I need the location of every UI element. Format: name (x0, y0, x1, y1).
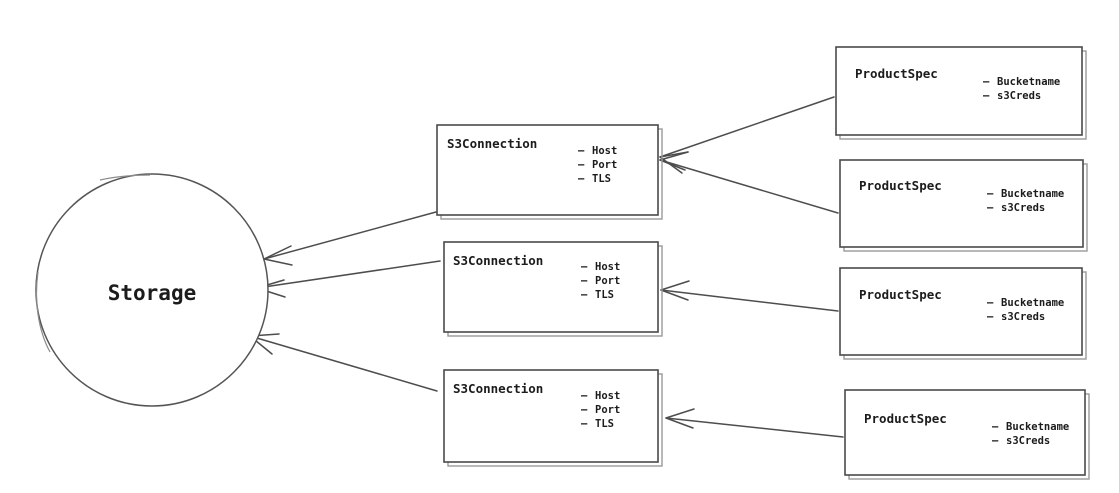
s3connection-attr-port-3: Port (595, 404, 620, 416)
bullet-icon: – (983, 76, 990, 88)
edge-conn3-to-storage[interactable] (249, 333, 438, 392)
bullet-icon: – (578, 159, 585, 171)
productspec-attr-bucketname-2: Bucketname (1001, 188, 1064, 200)
productspec-attr-s3creds-2: s3Creds (1001, 202, 1045, 214)
edge-conn2-to-storage[interactable] (256, 260, 441, 298)
bullet-icon: – (581, 275, 588, 287)
productspec-title-2: ProductSpec (859, 178, 942, 193)
s3connection-attr-host-1: Host (592, 145, 617, 157)
bullet-icon: – (578, 173, 585, 185)
s3connection-attr-tls-2: TLS (595, 289, 614, 301)
s3connection-attr-host-2: Host (595, 261, 620, 273)
productspec-attr-bucketname-3: Bucketname (1001, 297, 1064, 309)
productspec-attr-bucketname-4: Bucketname (1006, 421, 1069, 433)
edge-spec1-to-conn1[interactable] (659, 96, 835, 174)
s3connection-attr-tls-3: TLS (595, 418, 614, 430)
storage-label: Storage (108, 281, 197, 305)
bullet-icon: – (581, 261, 588, 273)
edge-conn1-to-storage[interactable] (263, 211, 437, 266)
bullet-icon: – (987, 188, 994, 200)
bullet-icon: – (983, 90, 990, 102)
productspec-attr-s3creds-1: s3Creds (997, 90, 1041, 102)
bullet-icon: – (992, 421, 999, 433)
bullet-icon: – (987, 311, 994, 323)
edge-spec2-to-conn1[interactable] (659, 151, 839, 214)
productspec-attr-s3creds-3: s3Creds (1001, 311, 1045, 323)
productspec-title-4: ProductSpec (864, 411, 947, 426)
s3connection-title-3: S3Connection (453, 381, 543, 396)
productspec-attr-s3creds-4: s3Creds (1006, 435, 1050, 447)
bullet-icon: – (581, 390, 588, 402)
s3connection-attr-tls-1: TLS (592, 173, 611, 185)
bullet-icon: – (987, 297, 994, 309)
s3connection-attr-host-3: Host (595, 390, 620, 402)
bullet-icon: – (992, 435, 999, 447)
productspec-node-2[interactable]: ProductSpec – Bucketname – s3Creds (839, 159, 1088, 252)
productspec-title-3: ProductSpec (859, 287, 942, 302)
productspec-node-4[interactable]: ProductSpec – Bucketname – s3Creds (844, 389, 1090, 480)
edge-spec3-to-conn2[interactable] (660, 280, 839, 312)
bullet-icon: – (578, 145, 585, 157)
s3connection-node-1[interactable]: S3Connection – Host – Port – TLS (436, 124, 663, 220)
s3connection-title-1: S3Connection (447, 136, 537, 151)
storage-node[interactable]: Storage (35, 173, 269, 407)
productspec-node-3[interactable]: ProductSpec – Bucketname – s3Creds (839, 267, 1087, 360)
productspec-attr-bucketname-1: Bucketname (997, 76, 1060, 88)
edge-spec4-to-conn3[interactable] (665, 408, 844, 438)
bullet-icon: – (987, 202, 994, 214)
s3connection-attr-port-2: Port (595, 275, 620, 287)
edge-layer (249, 96, 844, 438)
s3connection-attr-port-1: Port (592, 159, 617, 171)
bullet-icon: – (581, 418, 588, 430)
s3connection-node-2[interactable]: S3Connection – Host – Port – TLS (443, 241, 663, 337)
s3connection-node-3[interactable]: S3Connection – Host – Port – TLS (443, 369, 663, 467)
s3connection-title-2: S3Connection (453, 253, 543, 268)
bullet-icon: – (581, 404, 588, 416)
productspec-title-1: ProductSpec (855, 66, 938, 81)
bullet-icon: – (581, 289, 588, 301)
productspec-node-1[interactable]: ProductSpec – Bucketname – s3Creds (835, 46, 1087, 140)
